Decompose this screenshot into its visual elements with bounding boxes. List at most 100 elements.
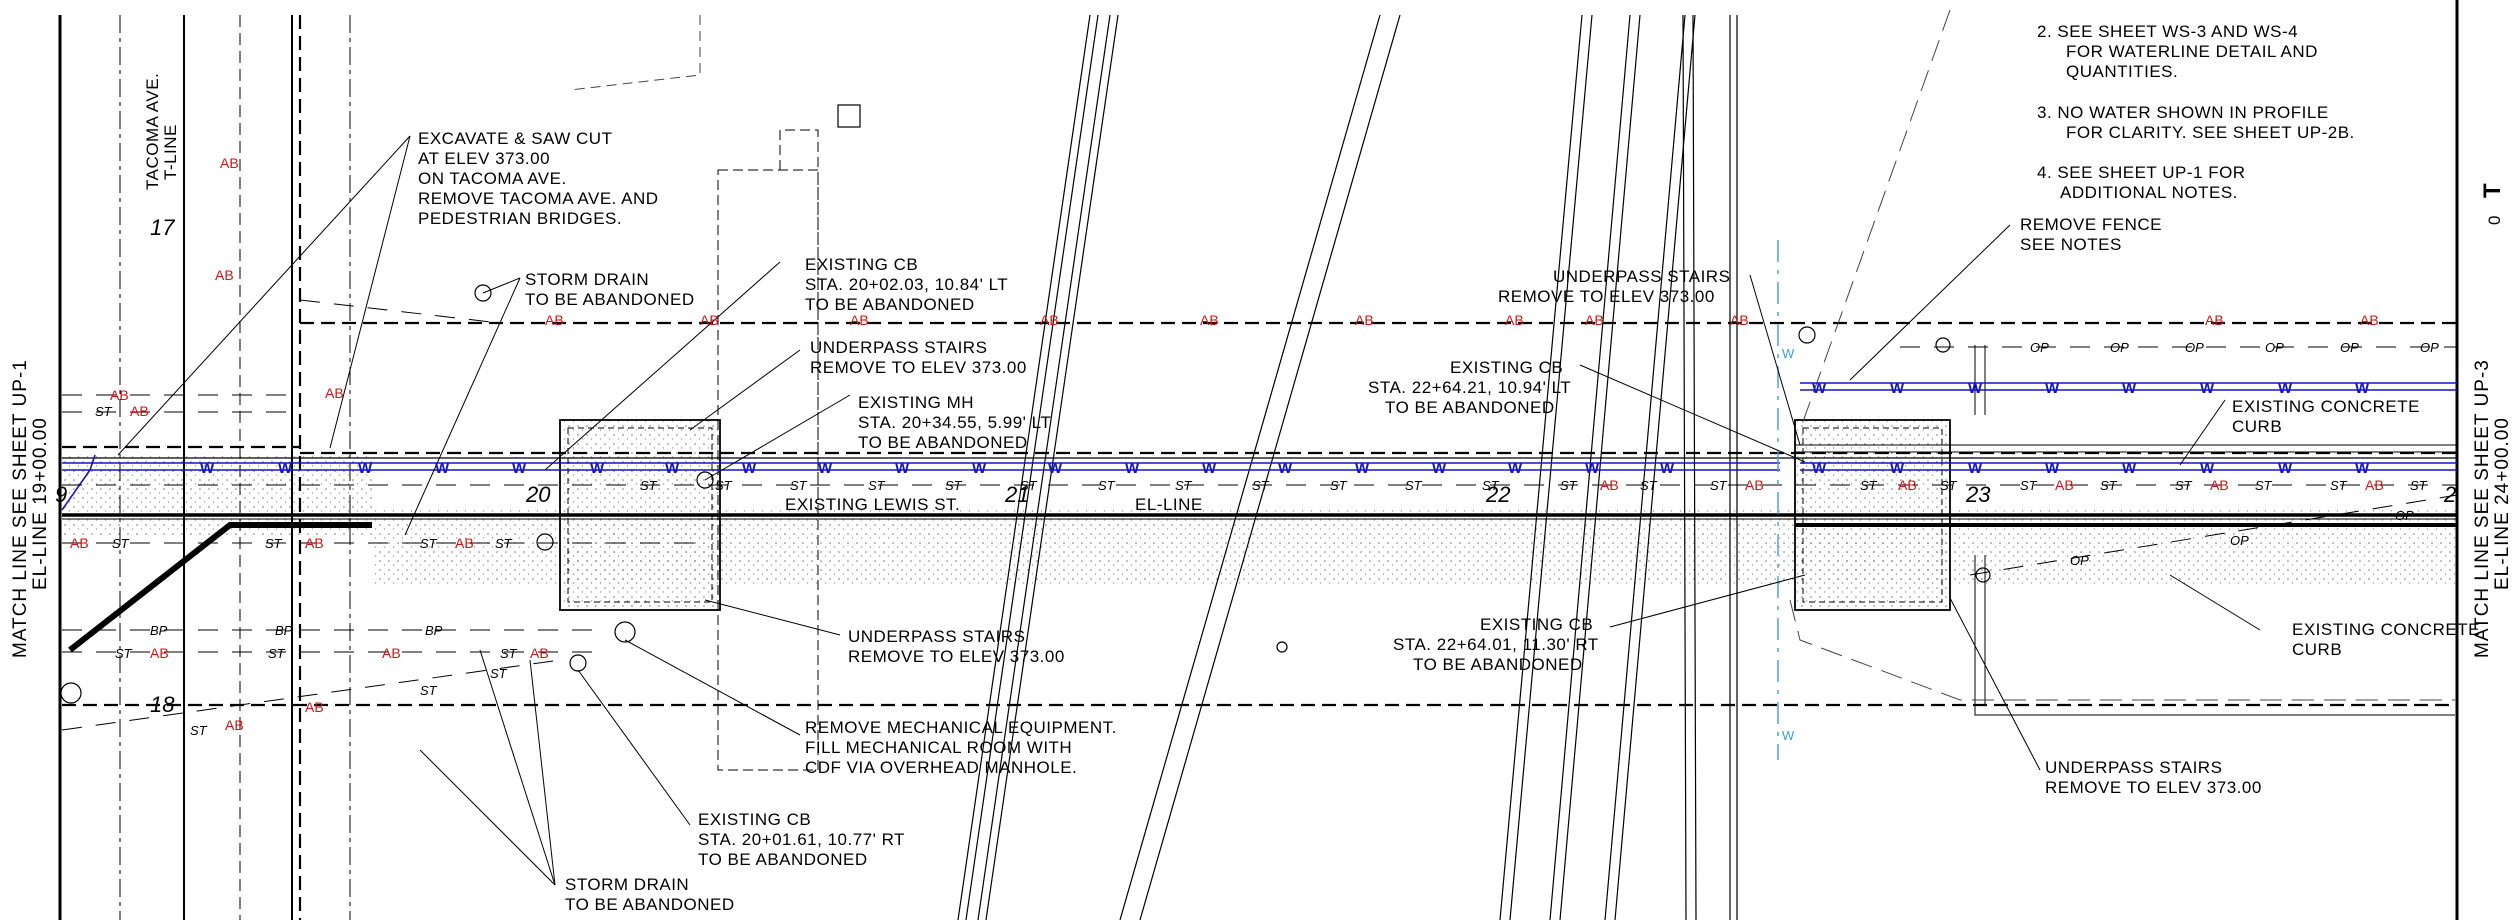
svg-text:ST: ST [500,646,518,661]
svg-text:UNDERPASS STAIRS: UNDERPASS STAIRS [848,627,1025,646]
svg-text:W: W [972,460,987,477]
callout-curb-bottom: EXISTING CONCRETE CURB [2292,620,2479,659]
svg-text:EXISTING CB: EXISTING CB [805,255,918,274]
svg-text:BP: BP [150,623,168,638]
svg-text:T-LINE: T-LINE [161,124,180,180]
svg-text:W: W [2200,380,2215,397]
svg-text:2. SEE SHEET WS-3 AND WS-4: 2. SEE SHEET WS-3 AND WS-4 [2037,22,2298,41]
svg-text:AB: AB [325,385,344,401]
svg-text:W: W [1660,460,1675,477]
svg-text:ON TACOMA AVE.: ON TACOMA AVE. [418,169,567,188]
svg-text:ST: ST [2410,478,2428,493]
svg-text:AB: AB [2365,477,2384,493]
lewis-street-label: EXISTING LEWIS ST. [785,495,960,514]
svg-text:EXISTING CB: EXISTING CB [698,810,811,829]
svg-text:W: W [1355,460,1370,477]
svg-text:BP: BP [275,623,293,638]
waterline [61,382,2457,511]
svg-text:W: W [742,460,757,477]
callout-cb-2264-lt: EXISTING CB STA. 22+64.21, 10.94' LT TO … [1368,358,1571,417]
svg-text:ST: ST [115,646,133,661]
svg-text:ST: ST [1860,478,1878,493]
callout-stairs-bottom-right: UNDERPASS STAIRS REMOVE TO ELEV 373.00 [2045,758,2261,797]
svg-text:W: W [1812,460,1827,477]
svg-text:ST: ST [1560,478,1578,493]
svg-text:STA. 20+02.03, 10.84' LT: STA. 20+02.03, 10.84' LT [805,275,1008,294]
svg-text:QUANTITIES.: QUANTITIES. [2066,62,2178,81]
svg-text:AB: AB [150,645,169,661]
svg-text:AB: AB [110,387,129,403]
svg-text:W: W [2045,380,2060,397]
svg-text:REMOVE TO ELEV 373.00: REMOVE TO ELEV 373.00 [1498,287,1715,306]
asbestos-tags: AB AB AB AB AB AB AB AB AB AB AB AB AB A… [70,155,2384,733]
svg-text:ST: ST [2330,478,2348,493]
svg-text:21: 21 [1004,482,1029,507]
structures [60,104,1991,704]
svg-text:REMOVE FENCE: REMOVE FENCE [2020,215,2162,234]
svg-text:W: W [278,460,293,477]
svg-text:ST: ST [1020,478,1038,493]
svg-text:ST: ST [95,404,113,419]
svg-text:EXISTING MH: EXISTING MH [858,393,974,412]
svg-text:W: W [1968,460,1983,477]
svg-text:BP: BP [425,623,443,638]
svg-text:OP: OP [2185,340,2204,355]
svg-text:TACOMA AVE.: TACOMA AVE. [143,73,162,190]
building-outline [569,15,701,91]
svg-text:AB: AB [700,312,719,328]
svg-text:EXISTING CONCRETE: EXISTING CONCRETE [2232,397,2420,416]
station-numbers: 17 18 20 21 22 23 2 9 [55,215,2456,717]
svg-text:CURB: CURB [2292,640,2342,659]
svg-text:STA. 20+34.55, 5.99' LT: STA. 20+34.55, 5.99' LT [858,413,1051,432]
svg-text:ST: ST [420,683,438,698]
svg-text:2: 2 [2443,482,2456,507]
svg-text:UNDERPASS STAIRS: UNDERPASS STAIRS [1553,267,1730,286]
svg-text:TO BE ABANDONED: TO BE ABANDONED [805,295,975,314]
svg-text:AB: AB [215,267,234,283]
svg-text:AB: AB [455,535,474,551]
callout-excavate: EXCAVATE & SAW CUT AT ELEV 373.00 ON TAC… [418,129,658,228]
diagonal-lines [957,14,1738,920]
svg-text:ST: ST [2100,478,2118,493]
svg-text:AB: AB [2360,312,2379,328]
svg-text:OP: OP [2420,340,2439,355]
svg-text:REMOVE MECHANICAL EQUIPMENT.: REMOVE MECHANICAL EQUIPMENT. [805,718,1117,737]
street-edges [62,15,2457,920]
svg-text:ST: ST [790,478,808,493]
svg-text:W: W [1782,346,1795,361]
svg-text:EL-LINE 19+00.00: EL-LINE 19+00.00 [30,417,51,590]
svg-text:W: W [818,460,833,477]
svg-text:FILL MECHANICAL ROOM WITH: FILL MECHANICAL ROOM WITH [805,738,1072,757]
svg-text:ST: ST [1405,478,1423,493]
svg-text:AB: AB [545,312,564,328]
svg-text:AB: AB [130,403,149,419]
svg-text:W: W [2200,460,2215,477]
svg-text:AB: AB [1040,312,1059,328]
svg-text:SEE NOTES: SEE NOTES [2020,235,2122,254]
svg-text:ST: ST [1482,478,1500,493]
svg-text:ST: ST [265,536,283,551]
svg-text:AB: AB [2205,312,2224,328]
svg-text:EXISTING CB: EXISTING CB [1480,615,1593,634]
svg-text:W: W [665,460,680,477]
svg-text:AB: AB [1355,312,1374,328]
svg-text:AB: AB [850,312,869,328]
svg-text:AB: AB [1898,477,1917,493]
svg-text:W: W [435,460,450,477]
svg-text:W: W [1508,460,1523,477]
svg-text:AT ELEV 373.00: AT ELEV 373.00 [418,149,550,168]
svg-text:ST: ST [715,478,733,493]
svg-text:0: 0 [2485,215,2504,225]
callout-cb-2264-rt: EXISTING CB STA. 22+64.01, 11.30' RT TO … [1393,615,1598,674]
svg-text:ST: ST [640,478,658,493]
svg-text:W: W [1432,460,1447,477]
tacoma-label: TACOMA AVE. T-LINE [143,73,180,190]
svg-text:W: W [1585,460,1600,477]
svg-text:AB: AB [2210,477,2229,493]
stair-structures [559,129,2455,771]
svg-text:AB: AB [1745,477,1764,493]
svg-text:MATCH LINE SEE SHEET UP-1: MATCH LINE SEE SHEET UP-1 [10,359,31,658]
svg-text:W: W [1202,460,1217,477]
svg-text:EXISTING CB: EXISTING CB [1450,358,1563,377]
callout-curb-top: EXISTING CONCRETE CURB [2232,397,2420,436]
